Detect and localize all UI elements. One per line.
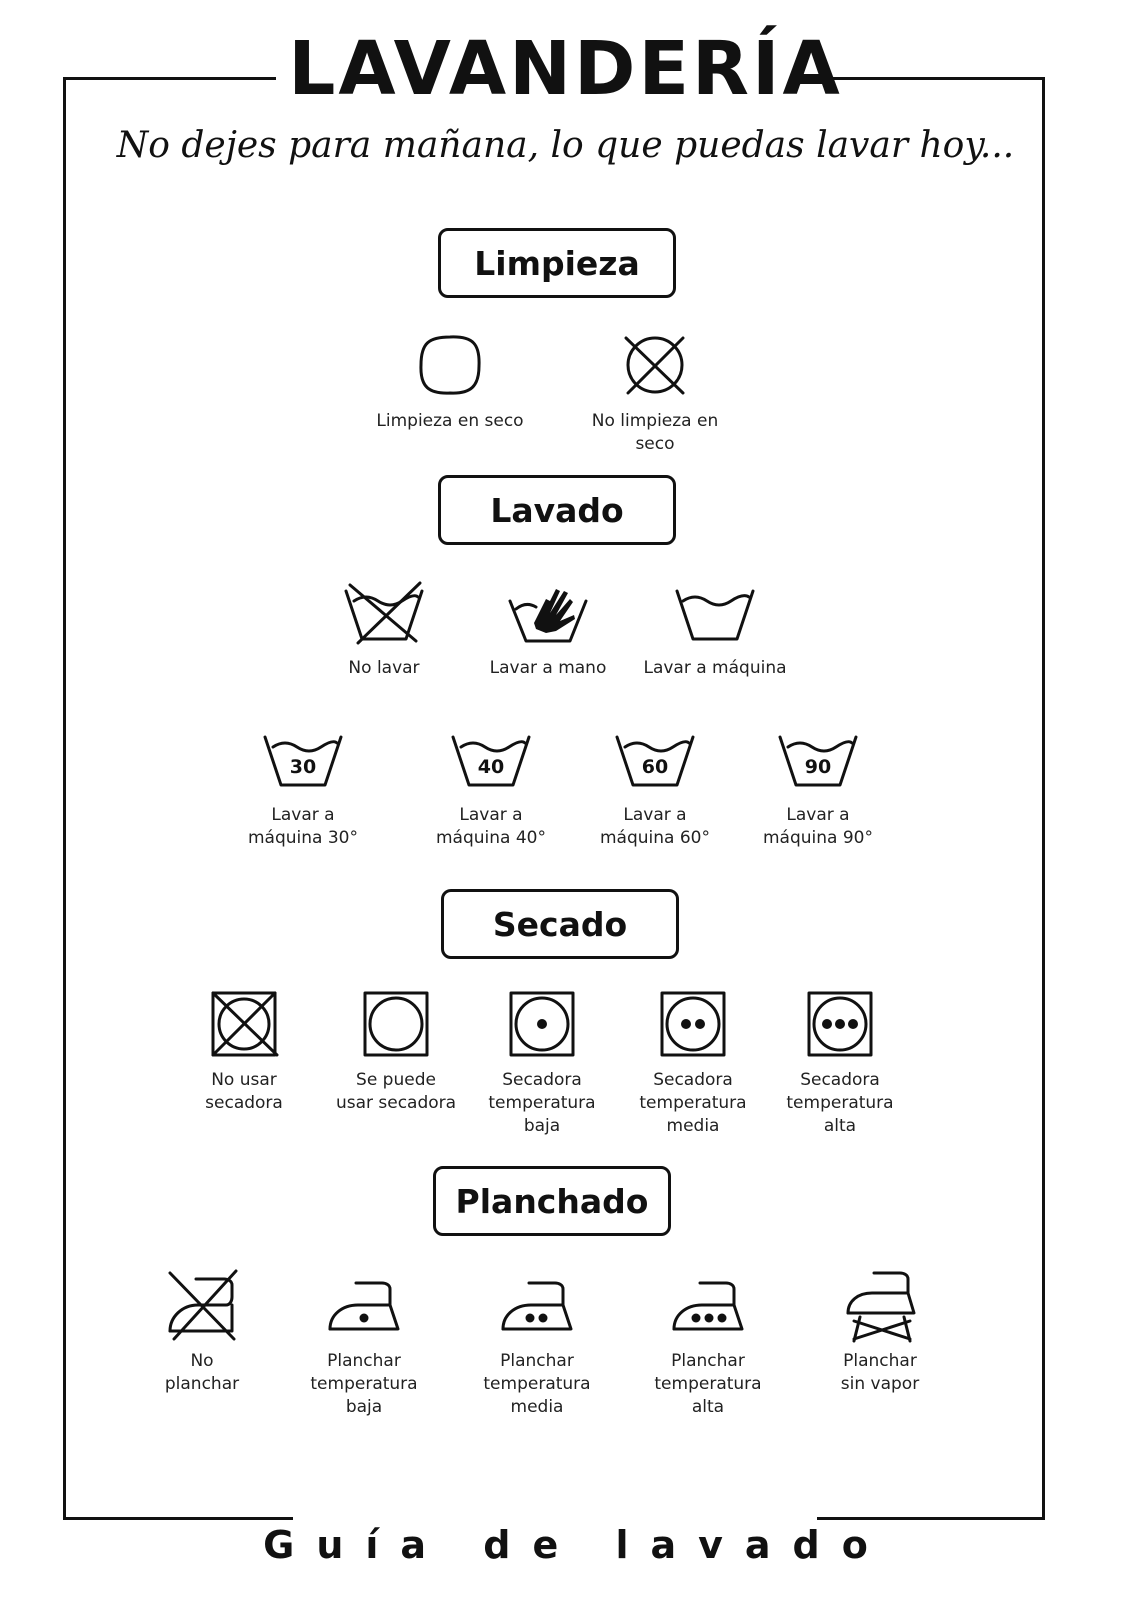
section-title-lavado: Lavado <box>438 475 676 545</box>
label-wash-60: Lavar a máquina 60° <box>600 805 710 848</box>
frame-bottom-right <box>817 1517 1045 1520</box>
symbol-wash-60: 60 Lavar a máquina 60° <box>580 720 730 850</box>
iron-high-icon <box>672 1281 744 1331</box>
label-no-wash: No lavar <box>348 658 420 678</box>
tumble-dry-high-icon <box>807 991 873 1057</box>
label-hand-wash: Lavar a mano <box>489 658 607 678</box>
footer-title: Guía de lavado <box>263 1523 890 1567</box>
dry-clean-icon <box>419 335 481 395</box>
hand-wash-icon <box>508 589 588 643</box>
symbol-machine-wash: Lavar a máquina <box>640 573 790 680</box>
label-wash-40: Lavar a máquina 40° <box>436 805 546 848</box>
svg-text:30: 30 <box>290 756 316 778</box>
svg-text:60: 60 <box>642 756 668 778</box>
no-dry-clean-icon <box>624 336 685 395</box>
frame-right <box>1042 77 1045 1520</box>
section-title-secado: Secado <box>441 889 679 959</box>
section-title-planchado: Planchado <box>433 1166 671 1236</box>
label-tumble-dry-medium: Secadora temperatura media <box>639 1070 747 1136</box>
label-tumble-dry: Se puede usar secadora <box>335 1070 457 1113</box>
wash-60-icon: 60 <box>615 735 695 787</box>
label-wash-30: Lavar a máquina 30° <box>248 805 358 848</box>
section-title-limpieza: Limpieza <box>438 228 676 298</box>
symbol-wash-30: 30 Lavar a máquina 30° <box>228 720 378 850</box>
label-wash-90: Lavar a máquina 90° <box>763 805 873 848</box>
symbol-tumble-dry: Se puede usar secadora <box>321 985 471 1115</box>
svg-text:90: 90 <box>805 756 831 778</box>
label-iron-low: Planchar temperatura baja <box>310 1351 418 1417</box>
symbol-no-wash: No lavar <box>309 573 459 680</box>
symbol-iron-medium: Planchar temperatura media <box>462 1266 612 1419</box>
label-tumble-dry-high: Secadora temperatura alta <box>786 1070 894 1136</box>
symbol-wash-40: 40 Lavar a máquina 40° <box>416 720 566 850</box>
no-tumble-dry-icon <box>211 991 279 1057</box>
symbol-iron-low: Planchar temperatura baja <box>289 1266 439 1419</box>
label-iron-medium: Planchar temperatura media <box>483 1351 591 1417</box>
svg-text:40: 40 <box>478 756 504 778</box>
label-tumble-dry-low: Secadora temperatura baja <box>488 1070 596 1136</box>
tumble-dry-medium-icon <box>660 991 726 1057</box>
tumble-dry-low-icon <box>509 991 575 1057</box>
no-iron-icon <box>168 1269 238 1341</box>
label-iron-high: Planchar temperatura alta <box>654 1351 762 1417</box>
symbol-no-iron: No planchar <box>127 1266 277 1396</box>
label-dry-clean: Limpieza en seco <box>376 411 524 431</box>
machine-wash-icon <box>675 589 755 641</box>
wash-30-icon: 30 <box>263 735 343 787</box>
symbol-no-tumble-dry: No usar secadora <box>169 985 319 1115</box>
symbol-dry-clean: Limpieza en seco <box>375 326 525 433</box>
label-machine-wash: Lavar a máquina <box>643 658 787 678</box>
symbol-tumble-dry-low: Secadora temperatura baja <box>467 985 617 1138</box>
page-subtitle: No dejes para mañana, lo que puedas lava… <box>116 125 1015 166</box>
frame-top-right <box>832 77 1045 80</box>
symbol-hand-wash: Lavar a mano <box>473 573 623 680</box>
frame-left <box>63 77 66 1520</box>
symbol-no-dry-clean: No limpieza en seco <box>580 326 730 456</box>
tumble-dry-icon <box>363 991 429 1057</box>
symbol-iron-no-steam: Planchar sin vapor <box>805 1266 955 1396</box>
frame-top-left <box>63 77 276 80</box>
no-wash-icon <box>344 581 424 645</box>
symbol-iron-high: Planchar temperatura alta <box>633 1266 783 1419</box>
page-title: LAVANDERÍA <box>288 26 843 112</box>
iron-low-icon <box>328 1281 400 1331</box>
label-no-dry-clean: No limpieza en seco <box>591 411 719 454</box>
label-iron-no-steam: Planchar sin vapor <box>840 1351 920 1394</box>
symbol-tumble-dry-medium: Secadora temperatura media <box>618 985 768 1138</box>
symbol-wash-90: 90 Lavar a máquina 90° <box>743 720 893 850</box>
frame-bottom-left <box>63 1517 293 1520</box>
wash-40-icon: 40 <box>451 735 531 787</box>
iron-no-steam-icon <box>846 1271 916 1343</box>
wash-90-icon: 90 <box>778 735 858 787</box>
iron-medium-icon <box>501 1281 573 1331</box>
label-no-iron: No planchar <box>164 1351 240 1394</box>
symbol-tumble-dry-high: Secadora temperatura alta <box>765 985 915 1138</box>
label-no-tumble-dry: No usar secadora <box>205 1070 283 1113</box>
